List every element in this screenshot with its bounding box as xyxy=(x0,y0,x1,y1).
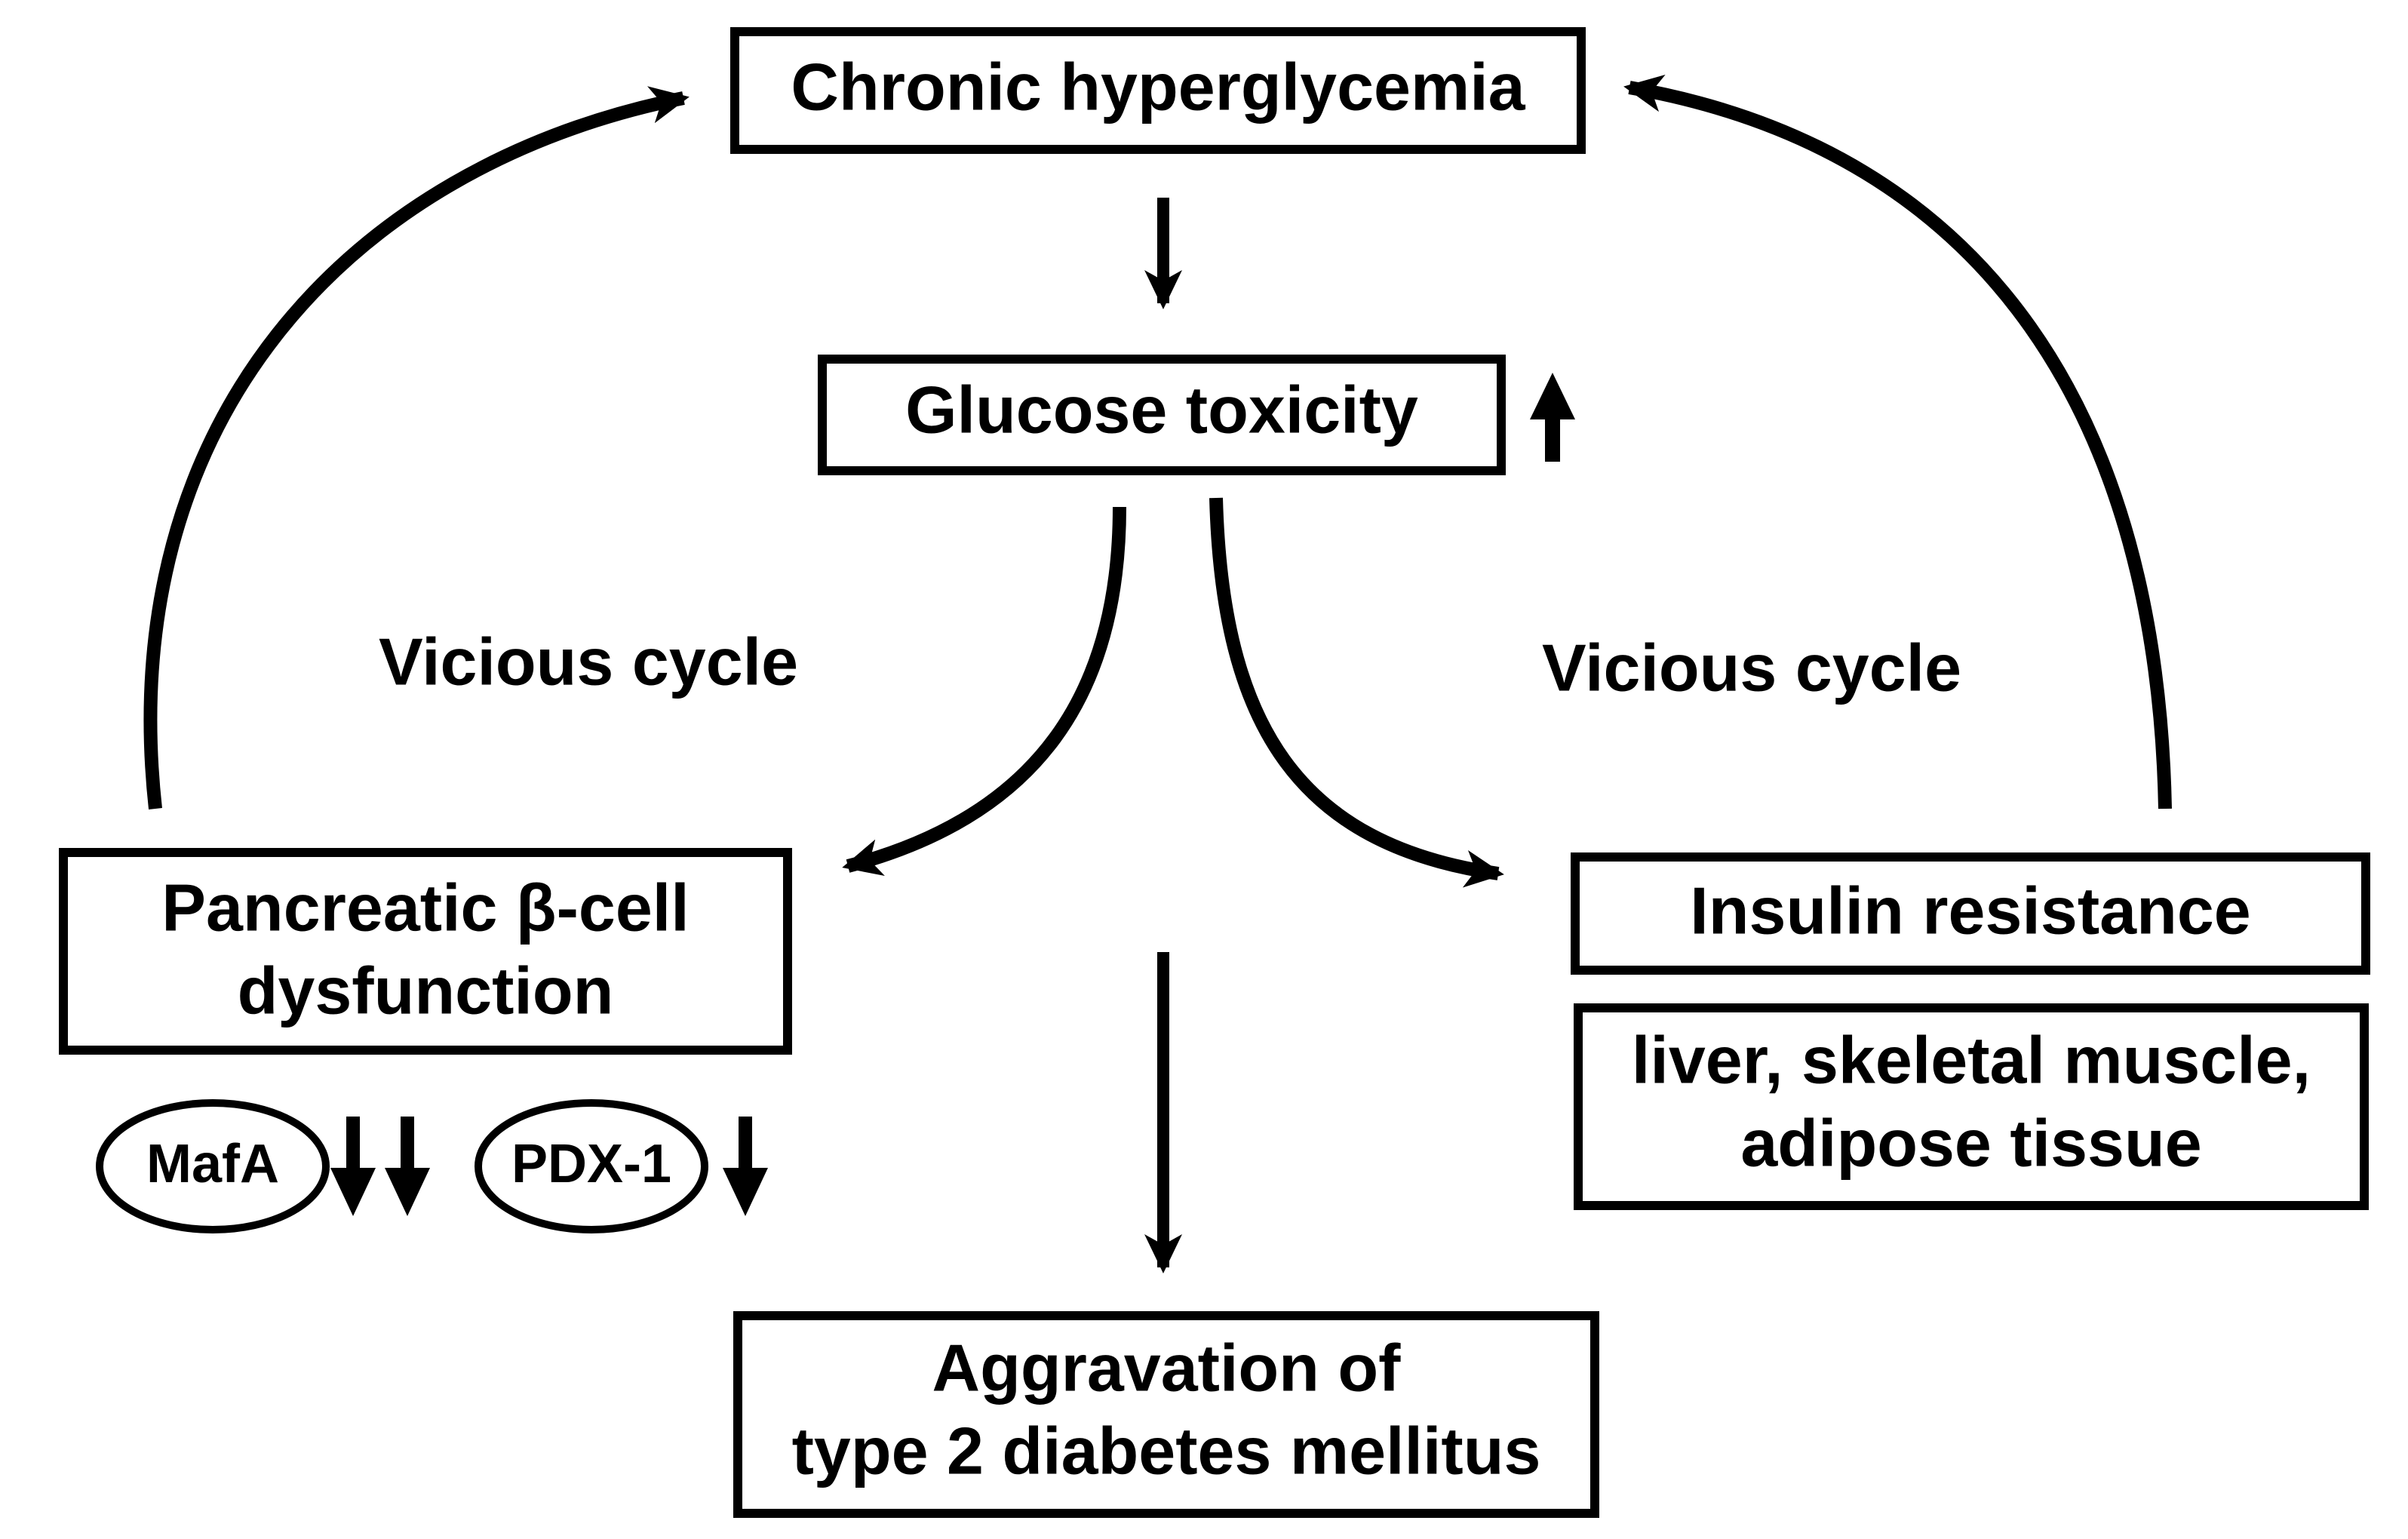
aggravation-label-line1: Aggravation of xyxy=(932,1330,1402,1405)
beta-cell-dysfunction-box xyxy=(59,848,792,1055)
target-tissues-label-line1: liver, skeletal muscle, xyxy=(1632,1022,2311,1097)
mafa-marker xyxy=(96,1099,330,1233)
target-tissues-label-line2: adipose tissue xyxy=(1740,1105,2201,1180)
pdx1-label: PDX-1 xyxy=(511,1134,671,1194)
arrow-insulin-resistance-to-hyperglycemia xyxy=(1623,74,2172,809)
arrow-glucose-toxicity-to-beta-cell xyxy=(842,506,1126,877)
chronic-hyperglycemia-label: Chronic hyperglycemia xyxy=(791,49,1525,124)
insulin-resistance-box xyxy=(1571,852,2370,975)
beta-cell-dysfunction-label-line1: Pancreatic β-cell xyxy=(161,870,689,945)
chronic-hyperglycemia-box xyxy=(730,27,1586,154)
glucose-toxicity-box xyxy=(818,355,1506,475)
vicious-cycle-label-right: Vicious cycle xyxy=(1542,630,1961,705)
glucose-toxicity-label: Glucose toxicity xyxy=(905,372,1418,447)
pdx1-down-arrow-icon xyxy=(723,1117,768,1216)
insulin-resistance-label: Insulin resistance xyxy=(1690,873,2250,948)
mafa-double-down-arrow-icon xyxy=(330,1117,430,1216)
aggravation-label-line2: type 2 diabetes mellitus xyxy=(792,1413,1541,1488)
vicious-cycle-label-left: Vicious cycle xyxy=(379,624,798,699)
mafa-label: MafA xyxy=(146,1134,279,1194)
aggravation-box xyxy=(733,1311,1599,1518)
beta-cell-dysfunction-label-line2: dysfunction xyxy=(238,953,614,1028)
target-tissues-box xyxy=(1574,1003,2369,1210)
pdx1-marker xyxy=(475,1099,708,1233)
arrow-glucose-toxicity-to-insulin-resistance xyxy=(1209,497,1504,888)
arrow-beta-cell-to-hyperglycemia xyxy=(143,86,690,809)
glucose-toxicity-up-arrow-icon xyxy=(1530,373,1575,462)
